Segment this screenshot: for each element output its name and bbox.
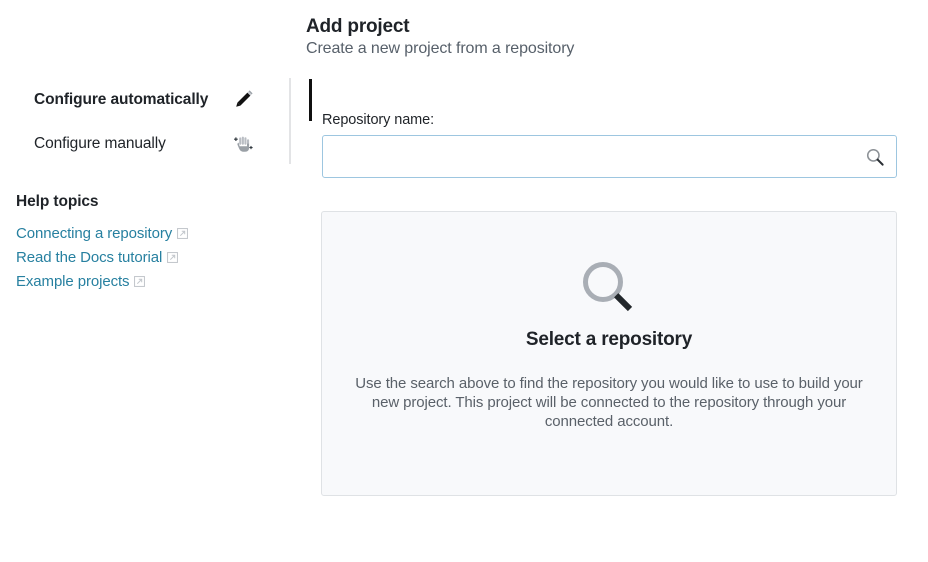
search-input[interactable] (322, 135, 897, 178)
hand-sparkle-icon (230, 131, 256, 157)
configure-nav: Configure automatically Configure manual… (0, 78, 312, 166)
pencil-icon (230, 87, 256, 113)
empty-state-panel: Select a repository Use the search above… (321, 211, 897, 496)
repository-name-label: Repository name: (322, 112, 435, 128)
external-link-icon (134, 276, 146, 287)
empty-state-description: Use the search above to find the reposit… (355, 375, 863, 430)
help-topics-title: Help topics (16, 193, 99, 210)
sidebar-item-label: Configure manually (34, 135, 166, 152)
help-link-row: Connecting a repository (16, 225, 276, 242)
help-link-connecting-a-repository[interactable]: Connecting a repository (16, 225, 173, 242)
main-content: Add project Create a new project from a … (306, 0, 906, 562)
empty-state-title: Select a repository (525, 329, 693, 350)
repository-search-block: Repository name: (322, 112, 897, 178)
nav-divider (289, 78, 291, 164)
sidebar: Configure automatically Configure manual… (0, 0, 312, 562)
sidebar-item-configure-manually[interactable]: Configure manually (0, 122, 292, 166)
page-subtitle: Create a new project from a repository (306, 40, 575, 57)
help-link-row: Example projects (16, 273, 276, 290)
help-topics-section: Help topics Connecting a repository Read… (16, 193, 276, 297)
help-link-read-the-docs-tutorial[interactable]: Read the Docs tutorial (16, 249, 163, 266)
help-link-example-projects[interactable]: Example projects (16, 273, 130, 290)
sidebar-item-configure-automatically[interactable]: Configure automatically (0, 78, 312, 122)
external-link-icon (177, 228, 189, 239)
search-input-wrapper (322, 135, 897, 178)
search-icon (578, 257, 640, 319)
external-link-icon (167, 252, 179, 263)
sidebar-item-label: Configure automatically (34, 91, 209, 108)
help-link-row: Read the Docs tutorial (16, 249, 276, 266)
page-title: Add project (306, 16, 410, 37)
